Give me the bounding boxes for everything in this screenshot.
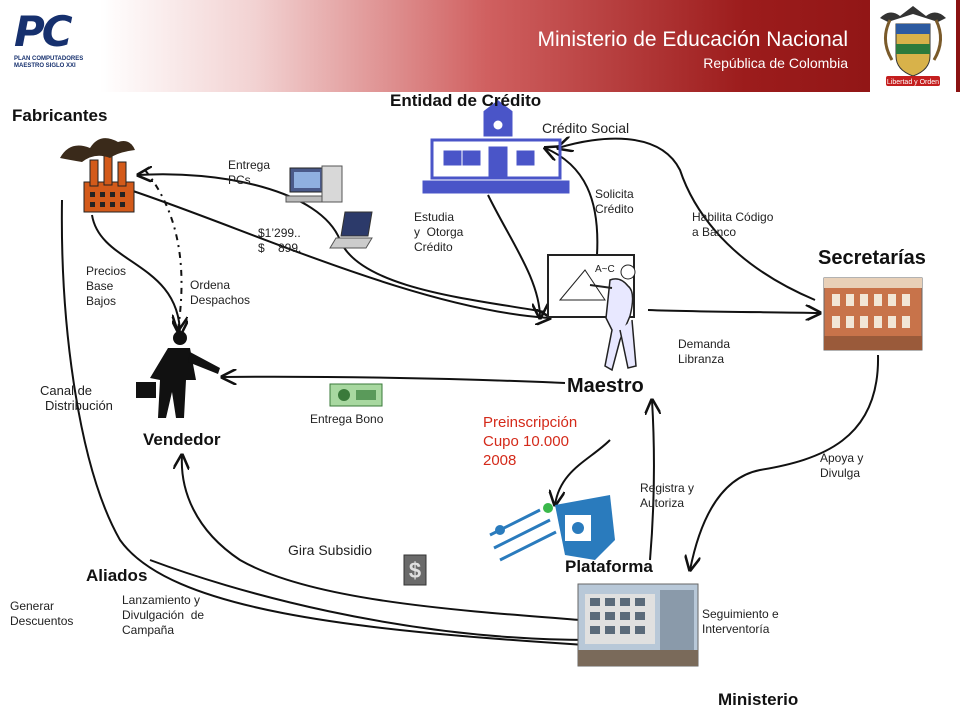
desktop-computer-icon <box>285 165 343 203</box>
svg-text:A~C: A~C <box>595 264 615 275</box>
label-entrega-bono: Entrega Bono <box>310 412 384 426</box>
arrow-precios <box>91 214 180 335</box>
banknote-icon <box>329 383 383 407</box>
label-gira-subsidio: Gira Subsidio <box>288 542 373 558</box>
arrow-apoya <box>690 354 880 570</box>
arrow-estudia-otorga <box>487 194 540 318</box>
header-band <box>100 0 960 92</box>
node-maestro: Maestro <box>567 375 644 397</box>
node-credito-social: Crédito Social <box>542 120 630 136</box>
arrow-entrega-bono <box>222 377 566 383</box>
label-precio: $1’299..$ 899. <box>258 226 302 255</box>
teacher-at-board-icon: A~C <box>547 254 637 372</box>
line-canal-distribucion <box>60 199 586 646</box>
arrow-habilita-codigo <box>558 139 816 301</box>
arrow-fabricantes-maestro <box>129 189 550 318</box>
node-plataforma: Plataforma <box>565 557 653 576</box>
factory-icon <box>60 138 135 213</box>
dollar-icon: $ <box>403 554 427 586</box>
node-vendedor: Vendedor <box>143 430 221 449</box>
secretarias-building-icon <box>823 277 923 351</box>
platform-network-icon <box>489 495 615 562</box>
node-entidad-credito: Entidad de Crédito <box>390 91 542 110</box>
shield-motto: Libertad y Orden <box>887 79 939 86</box>
arrow-preinscripcion <box>555 439 611 505</box>
ministerio-building-icon <box>577 583 699 667</box>
salesman-icon <box>136 331 220 418</box>
line-lanzamiento <box>149 559 591 641</box>
arrow-ordena-despachos <box>144 169 182 330</box>
node-aliados: Aliados <box>86 566 148 585</box>
country-name: República de Colombia <box>703 55 848 71</box>
colombia-shield-icon: Libertad y Orden <box>870 0 956 92</box>
ministry-title: Ministerio de Educación Nacional <box>537 28 849 51</box>
logo-text: PC <box>14 7 73 56</box>
arrow-demanda-libranza <box>647 310 820 313</box>
arrow-solicita-credito <box>545 148 599 256</box>
node-secretarias: Secretarías <box>818 247 926 269</box>
svg-text:$: $ <box>409 558 421 583</box>
bank-building-icon <box>422 100 570 194</box>
arrow-gira-subsidio <box>182 455 581 621</box>
node-ministerio: Ministerio <box>718 690 799 709</box>
logo-subtitle: PLAN COMPUTADORES MAESTRO SIGLO XXI <box>14 56 84 69</box>
arrow-registra <box>650 400 654 561</box>
logo <box>0 0 100 92</box>
node-fabricantes: Fabricantes <box>12 106 108 125</box>
laptop-icon <box>329 211 373 249</box>
